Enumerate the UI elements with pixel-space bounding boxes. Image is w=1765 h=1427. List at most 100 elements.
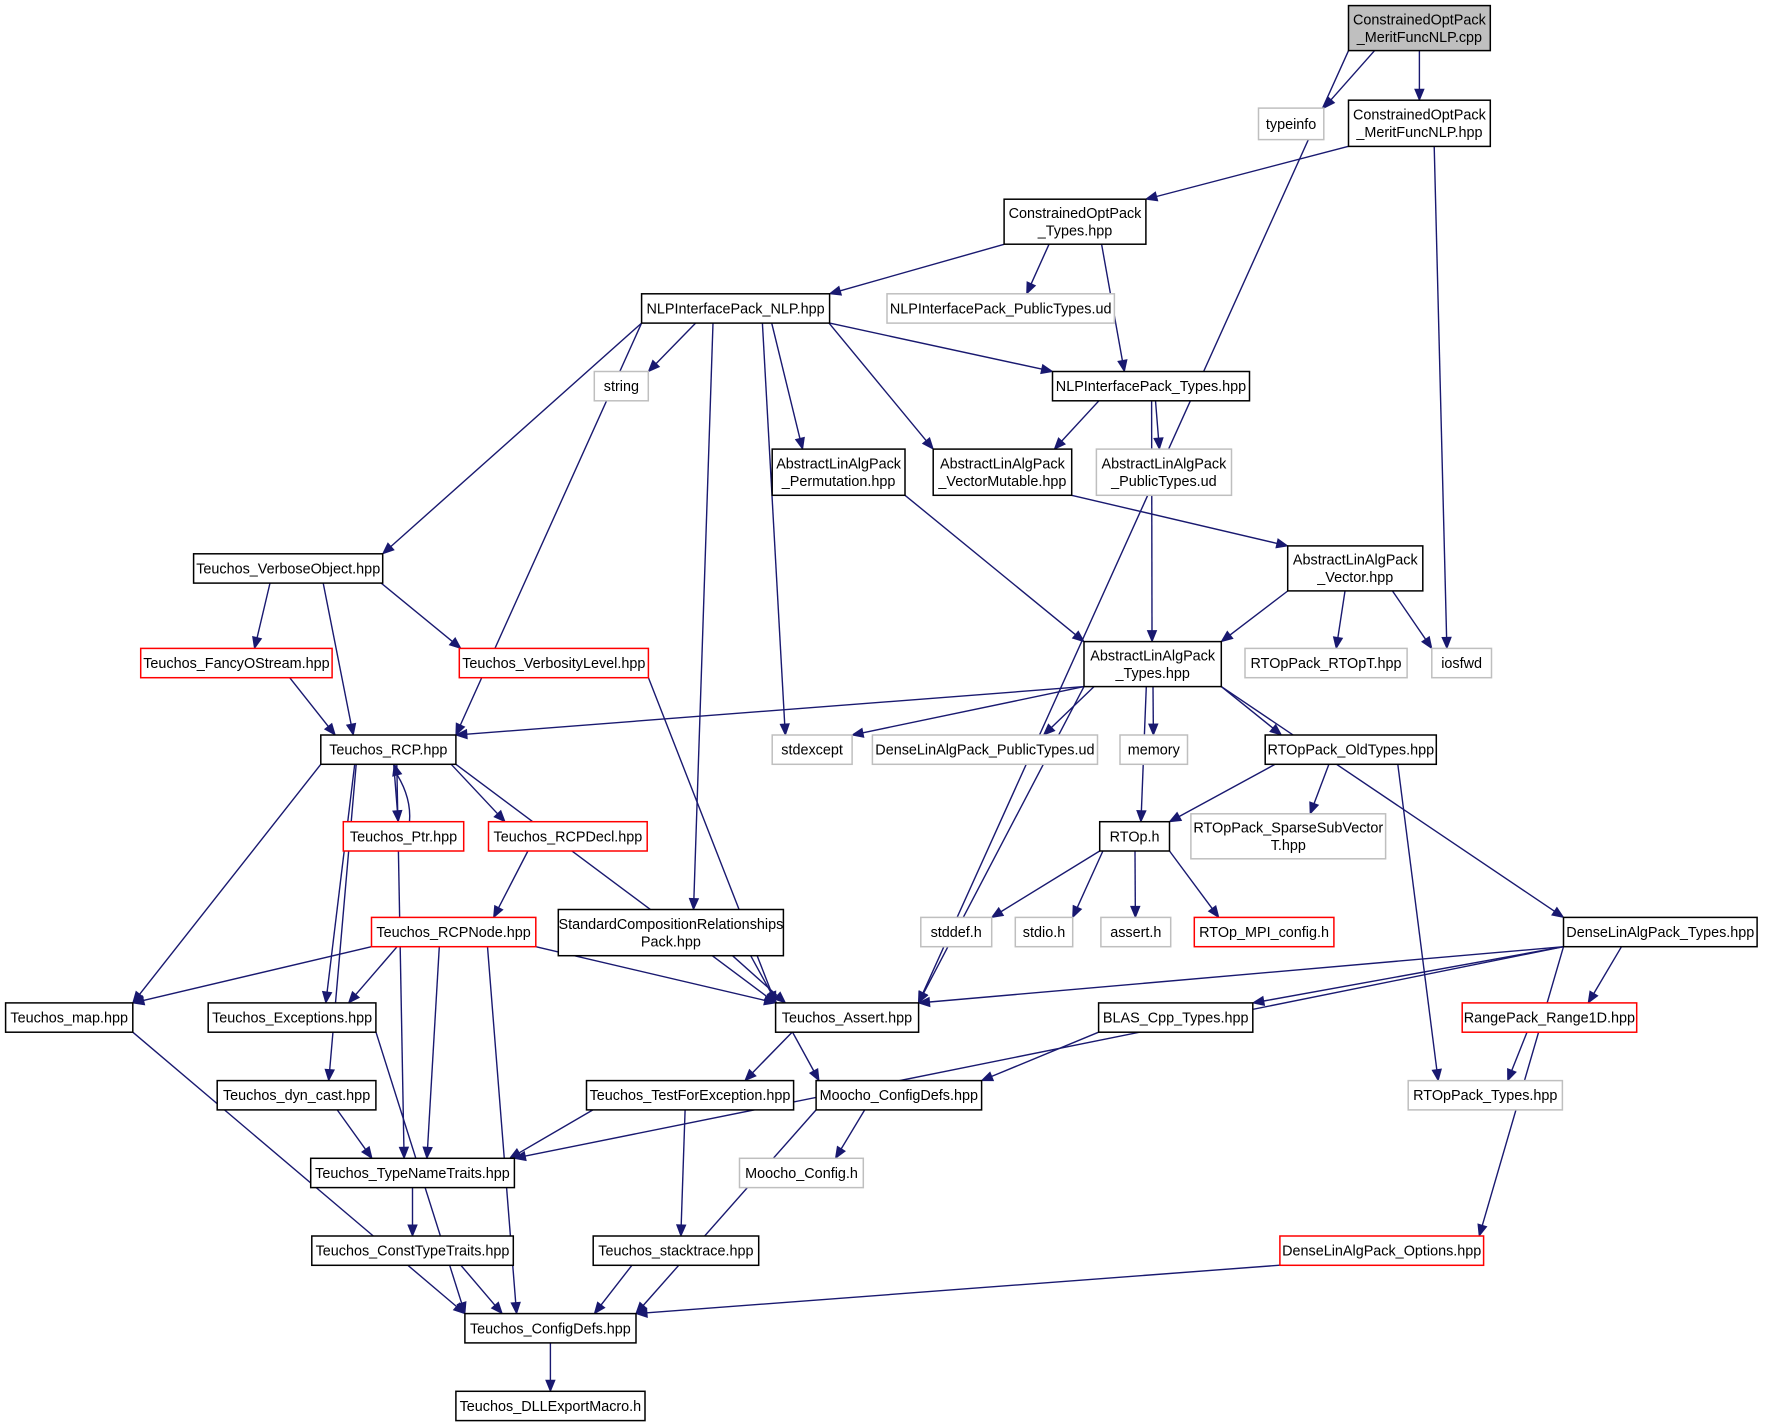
node-box (771, 448, 906, 497)
file-node-rcpdecl[interactable]: Teuchos_RCPDecl.hpp (487, 820, 648, 852)
file-node-testfor[interactable]: Teuchos_TestForException.hpp (585, 1079, 795, 1111)
node-box (4, 1002, 134, 1033)
node-box (1119, 734, 1189, 766)
edge-line (1220, 686, 1274, 729)
file-node-string[interactable]: string (593, 370, 650, 402)
dependency-edge (1146, 400, 1158, 643)
file-node-verbosity[interactable]: Teuchos_VerbosityLevel.hpp (458, 647, 650, 679)
node-box (342, 820, 465, 852)
edge-line (390, 322, 643, 548)
file-node-mpiconfig[interactable]: RTOp_MPI_config.h (1193, 916, 1335, 948)
file-node-rtoph[interactable]: RTOp.h (1098, 820, 1171, 852)
file-node-asserth[interactable]: assert.h (1100, 916, 1172, 948)
edge-line (904, 494, 1076, 636)
edge-line (1337, 590, 1346, 638)
dependency-edge (1144, 145, 1349, 202)
file-node-stacktrace[interactable]: Teuchos_stacktrace.hpp (592, 1235, 760, 1267)
file-node-memory[interactable]: memory (1119, 734, 1189, 766)
file-node-consttype[interactable]: Teuchos_ConstTypeTraits.hpp (311, 1235, 515, 1267)
file-node-dllexport[interactable]: Teuchos_DLLExportMacro.h (455, 1390, 646, 1422)
file-node-exceptions[interactable]: Teuchos_Exceptions.hpp (207, 1002, 377, 1033)
file-nodes: ConstrainedOptPack_MeritFuncNLP.cpptypei… (4, 4, 1758, 1422)
file-node-nlp-public[interactable]: NLPInterfacePack_PublicTypes.ud (886, 293, 1116, 324)
file-node-rtop-types[interactable]: RTOpPack_Types.hpp (1407, 1079, 1564, 1111)
file-node-oldtypes[interactable]: RTOpPack_OldTypes.hpp (1264, 734, 1438, 766)
file-node-rcp[interactable]: Teuchos_RCP.hpp (320, 734, 457, 766)
file-node-typeinfo[interactable]: typeinfo (1257, 107, 1325, 141)
dependency-edge (1053, 400, 1100, 451)
arrowhead-icon (324, 1068, 335, 1082)
dependency-edge (407, 1187, 418, 1238)
file-node-verbose[interactable]: Teuchos_VerboseObject.hpp (192, 553, 384, 584)
file-node-ptr[interactable]: Teuchos_Ptr.hpp (342, 820, 465, 852)
file-node-rcpnode[interactable]: Teuchos_RCPNode.hpp (370, 916, 537, 948)
arrowhead-icon (492, 904, 504, 919)
file-node-dense-public[interactable]: DenseLinAlgPack_PublicTypes.ud (871, 734, 1099, 766)
file-node-fancy[interactable]: Teuchos_FancyOStream.hpp (139, 647, 333, 679)
node-label: Teuchos_stacktrace.hpp (598, 1244, 753, 1260)
arrowhead-icon (252, 635, 263, 650)
edge-line (1229, 590, 1289, 636)
file-node-dense-options[interactable]: DenseLinAlgPack_Options.hpp (1279, 1235, 1485, 1267)
arrowhead-icon (834, 1145, 846, 1160)
file-node-teuchos-defs[interactable]: Teuchos_ConfigDefs.hpp (464, 1312, 637, 1344)
node-label: Moocho_Config.h (745, 1166, 858, 1182)
node-box (585, 1079, 795, 1111)
dependency-edge (380, 582, 462, 650)
file-node-alap-types[interactable]: AbstractLinAlgPack_Types.hpp (1083, 640, 1223, 688)
node-label: StandardCompositionRelationships (559, 917, 784, 933)
file-node-stddef[interactable]: stddef.h (920, 916, 993, 948)
file-node-rtopt[interactable]: RTOpPack_RTOpT.hpp (1244, 647, 1408, 679)
arrowhead-icon (593, 1301, 606, 1315)
arrowhead-icon (422, 1146, 433, 1160)
file-node-root[interactable]: ConstrainedOptPack_MeritFuncNLP.cpp (1347, 4, 1492, 52)
file-node-cop-types[interactable]: ConstrainedOptPack_Types.hpp (1003, 198, 1147, 245)
file-node-dense-types[interactable]: DenseLinAlgPack_Types.hpp (1562, 916, 1758, 948)
dependency-edge (396, 764, 410, 1160)
node-label: Teuchos_RCPDecl.hpp (494, 829, 643, 845)
edge-line (289, 677, 329, 727)
file-node-nlp[interactable]: NLPInterfacePack_NLP.hpp (640, 293, 831, 324)
dependency-edge (732, 955, 787, 1004)
node-label: DenseLinAlgPack_PublicTypes.ud (875, 743, 1094, 759)
node-label: string (604, 379, 639, 395)
node-label: _MeritFuncNLP.hpp (1355, 125, 1482, 141)
file-node-nlp-types[interactable]: NLPInterfacePack_Types.hpp (1051, 370, 1251, 402)
file-node-iosfwd[interactable]: iosfwd (1431, 647, 1493, 679)
file-node-moocho-config[interactable]: Moocho_Config.h (738, 1157, 865, 1189)
file-node-meritfunc-hpp[interactable]: ConstrainedOptPack_MeritFuncNLP.hpp (1347, 99, 1492, 148)
node-box (487, 820, 648, 852)
node-box (1190, 813, 1387, 860)
dependency-edge (1309, 764, 1330, 816)
file-node-blas[interactable]: BLAS_Cpp_Types.hpp (1097, 1002, 1254, 1033)
dependency-edge (1433, 146, 1452, 650)
file-node-assert[interactable]: Teuchos_Assert.hpp (774, 1002, 920, 1033)
file-node-vecmut[interactable]: AbstractLinAlgPack_VectorMutable.hpp (932, 448, 1073, 497)
edge-line (1178, 763, 1276, 818)
file-node-moocho-defs[interactable]: Moocho_ConfigDefs.hpp (815, 1079, 983, 1111)
dependency-edge (688, 323, 714, 911)
edge-line (752, 1031, 793, 1074)
arrowhead-icon (1207, 905, 1220, 919)
node-label: Teuchos_ConfigDefs.hpp (470, 1321, 631, 1337)
file-node-vector[interactable]: AbstractLinAlgPack_Vector.hpp (1286, 545, 1424, 592)
arrowhead-icon (407, 1224, 418, 1238)
file-node-perm[interactable]: AbstractLinAlgPack_Permutation.hpp (771, 448, 906, 497)
file-node-typename[interactable]: Teuchos_TypeNameTraits.hpp (309, 1157, 516, 1189)
edge-line (1593, 946, 1623, 994)
arrowhead-icon (1441, 636, 1452, 650)
file-node-range1d[interactable]: RangePack_Range1D.hpp (1461, 1002, 1638, 1033)
file-node-stdio[interactable]: stdio.h (1014, 916, 1074, 948)
file-node-alap-public[interactable]: AbstractLinAlgPack_PublicTypes.ud (1095, 448, 1233, 497)
dependency-edge (635, 1109, 817, 1315)
node-box (920, 916, 993, 948)
file-node-map[interactable]: Teuchos_map.hpp (4, 1002, 134, 1033)
arrowhead-icon (323, 722, 337, 737)
node-box (139, 647, 333, 679)
node-label: RTOpPack_RTOpT.hpp (1251, 656, 1402, 672)
file-node-dyncast[interactable]: Teuchos_dyn_cast.hpp (216, 1079, 377, 1111)
dependency-edge (322, 582, 357, 737)
file-node-stdexcept[interactable]: stdexcept (771, 734, 853, 766)
